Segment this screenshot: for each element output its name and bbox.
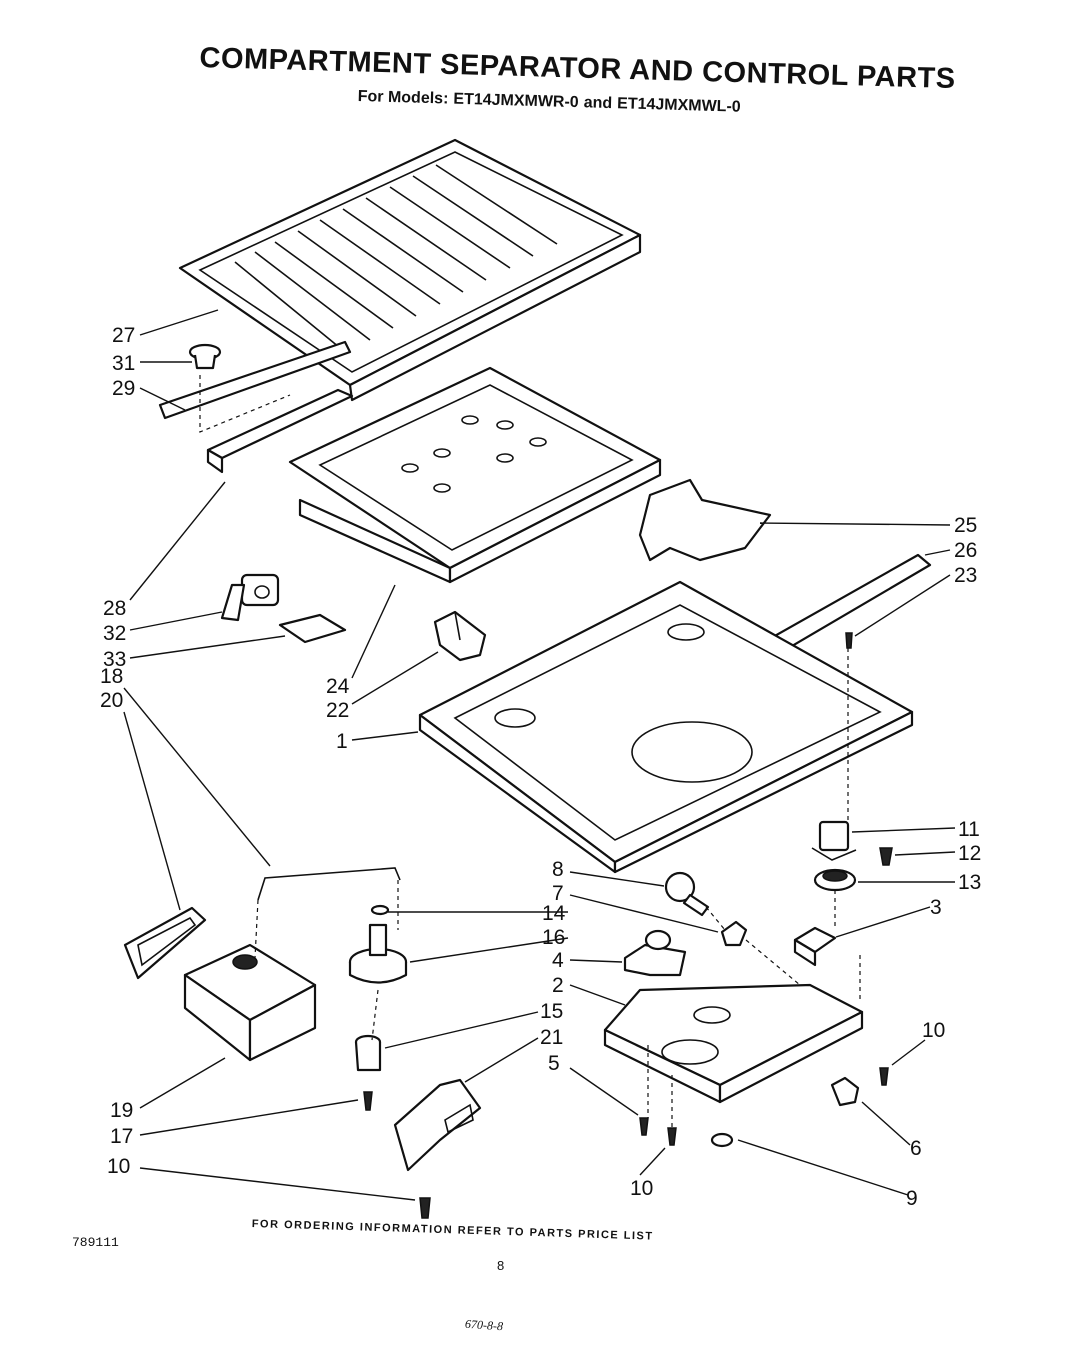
part-7-socket (720, 920, 748, 947)
callout-24: 24 (326, 675, 350, 698)
part-22-knob (433, 610, 487, 662)
callout-15: 15 (540, 1000, 563, 1023)
leader-lines (123, 309, 956, 1201)
callout-9: 9 (906, 1187, 918, 1210)
callout-12: 12 (958, 842, 981, 865)
callout-19: 19 (110, 1099, 133, 1122)
callout-28: 28 (103, 597, 126, 620)
callout-21: 21 (540, 1026, 563, 1049)
callout-2: 2 (552, 974, 564, 997)
callout-labels: 27 31 29 28 32 33 24 22 18 20 1 25 26 23… (100, 324, 981, 1210)
page-number: 8 (497, 1258, 505, 1273)
part-14-washer (370, 904, 390, 916)
part-25-insulation (638, 478, 772, 562)
callout-10-bottom: 10 (630, 1177, 653, 1200)
part-1-control-housing (418, 580, 914, 874)
part-10-screw-right (879, 1067, 889, 1086)
callout-33: 33 (103, 648, 126, 671)
callout-6: 6 (910, 1137, 922, 1160)
callout-32: 32 (103, 622, 126, 645)
callout-14: 14 (542, 902, 566, 925)
part-3-switch (793, 926, 837, 967)
part-33-clip (278, 613, 347, 644)
part-29-strip (158, 340, 352, 420)
callout-8: 8 (552, 858, 564, 881)
part-6-clip (830, 1076, 860, 1107)
part-32-bracket (220, 573, 280, 622)
part-10-screw-lower-left (419, 1197, 431, 1219)
callout-29: 29 (112, 377, 135, 400)
part-2-light-housing (603, 983, 864, 1104)
callout-18: 18 (100, 665, 123, 688)
part-17-screw (363, 1091, 373, 1111)
part-9-foot (710, 1132, 734, 1148)
callout-5: 5 (548, 1052, 560, 1075)
part-28-channel (206, 388, 354, 474)
part-8-light-bulb (664, 871, 710, 917)
callout-20: 20 (100, 689, 123, 712)
callout-13: 13 (958, 871, 981, 894)
callout-31: 31 (112, 352, 135, 375)
document-id: 789111 (72, 1235, 119, 1250)
callout-7: 7 (552, 882, 564, 905)
part-23-screw (845, 632, 853, 649)
callout-10-right: 10 (922, 1019, 945, 1042)
part-4-thermostat (623, 929, 687, 977)
part-13-knob (813, 868, 857, 892)
callout-27: 27 (112, 324, 135, 347)
part-20-gasket (123, 906, 207, 980)
callout-23: 23 (954, 564, 977, 587)
assembly-lines (199, 375, 861, 1128)
callout-17: 17 (110, 1125, 133, 1148)
part-24-separator-frame (288, 366, 662, 584)
part-19-cold-control (183, 943, 317, 1062)
callout-22: 22 (326, 699, 349, 722)
part-11-relay (811, 820, 857, 861)
callout-26: 26 (954, 539, 977, 562)
part-27-separator-cover (178, 138, 642, 402)
callout-3: 3 (930, 896, 942, 919)
part-5-screw (639, 1117, 649, 1136)
part-16-dial (348, 923, 408, 984)
callout-16: 16 (542, 926, 565, 949)
callout-11: 11 (958, 818, 980, 841)
part-31-plug (188, 343, 222, 370)
part-12-screw (879, 847, 893, 866)
part-10-screw-bottom (667, 1127, 677, 1146)
handwritten-note: 670-8-8 (464, 1316, 504, 1334)
callout-10-left: 10 (107, 1155, 130, 1178)
part-15-shaft (354, 1034, 382, 1072)
callout-4: 4 (552, 949, 564, 972)
part-21-bracket (393, 1078, 482, 1172)
callout-25: 25 (954, 514, 977, 537)
callout-1: 1 (336, 730, 348, 753)
part-18-capillary-tube (257, 867, 401, 901)
